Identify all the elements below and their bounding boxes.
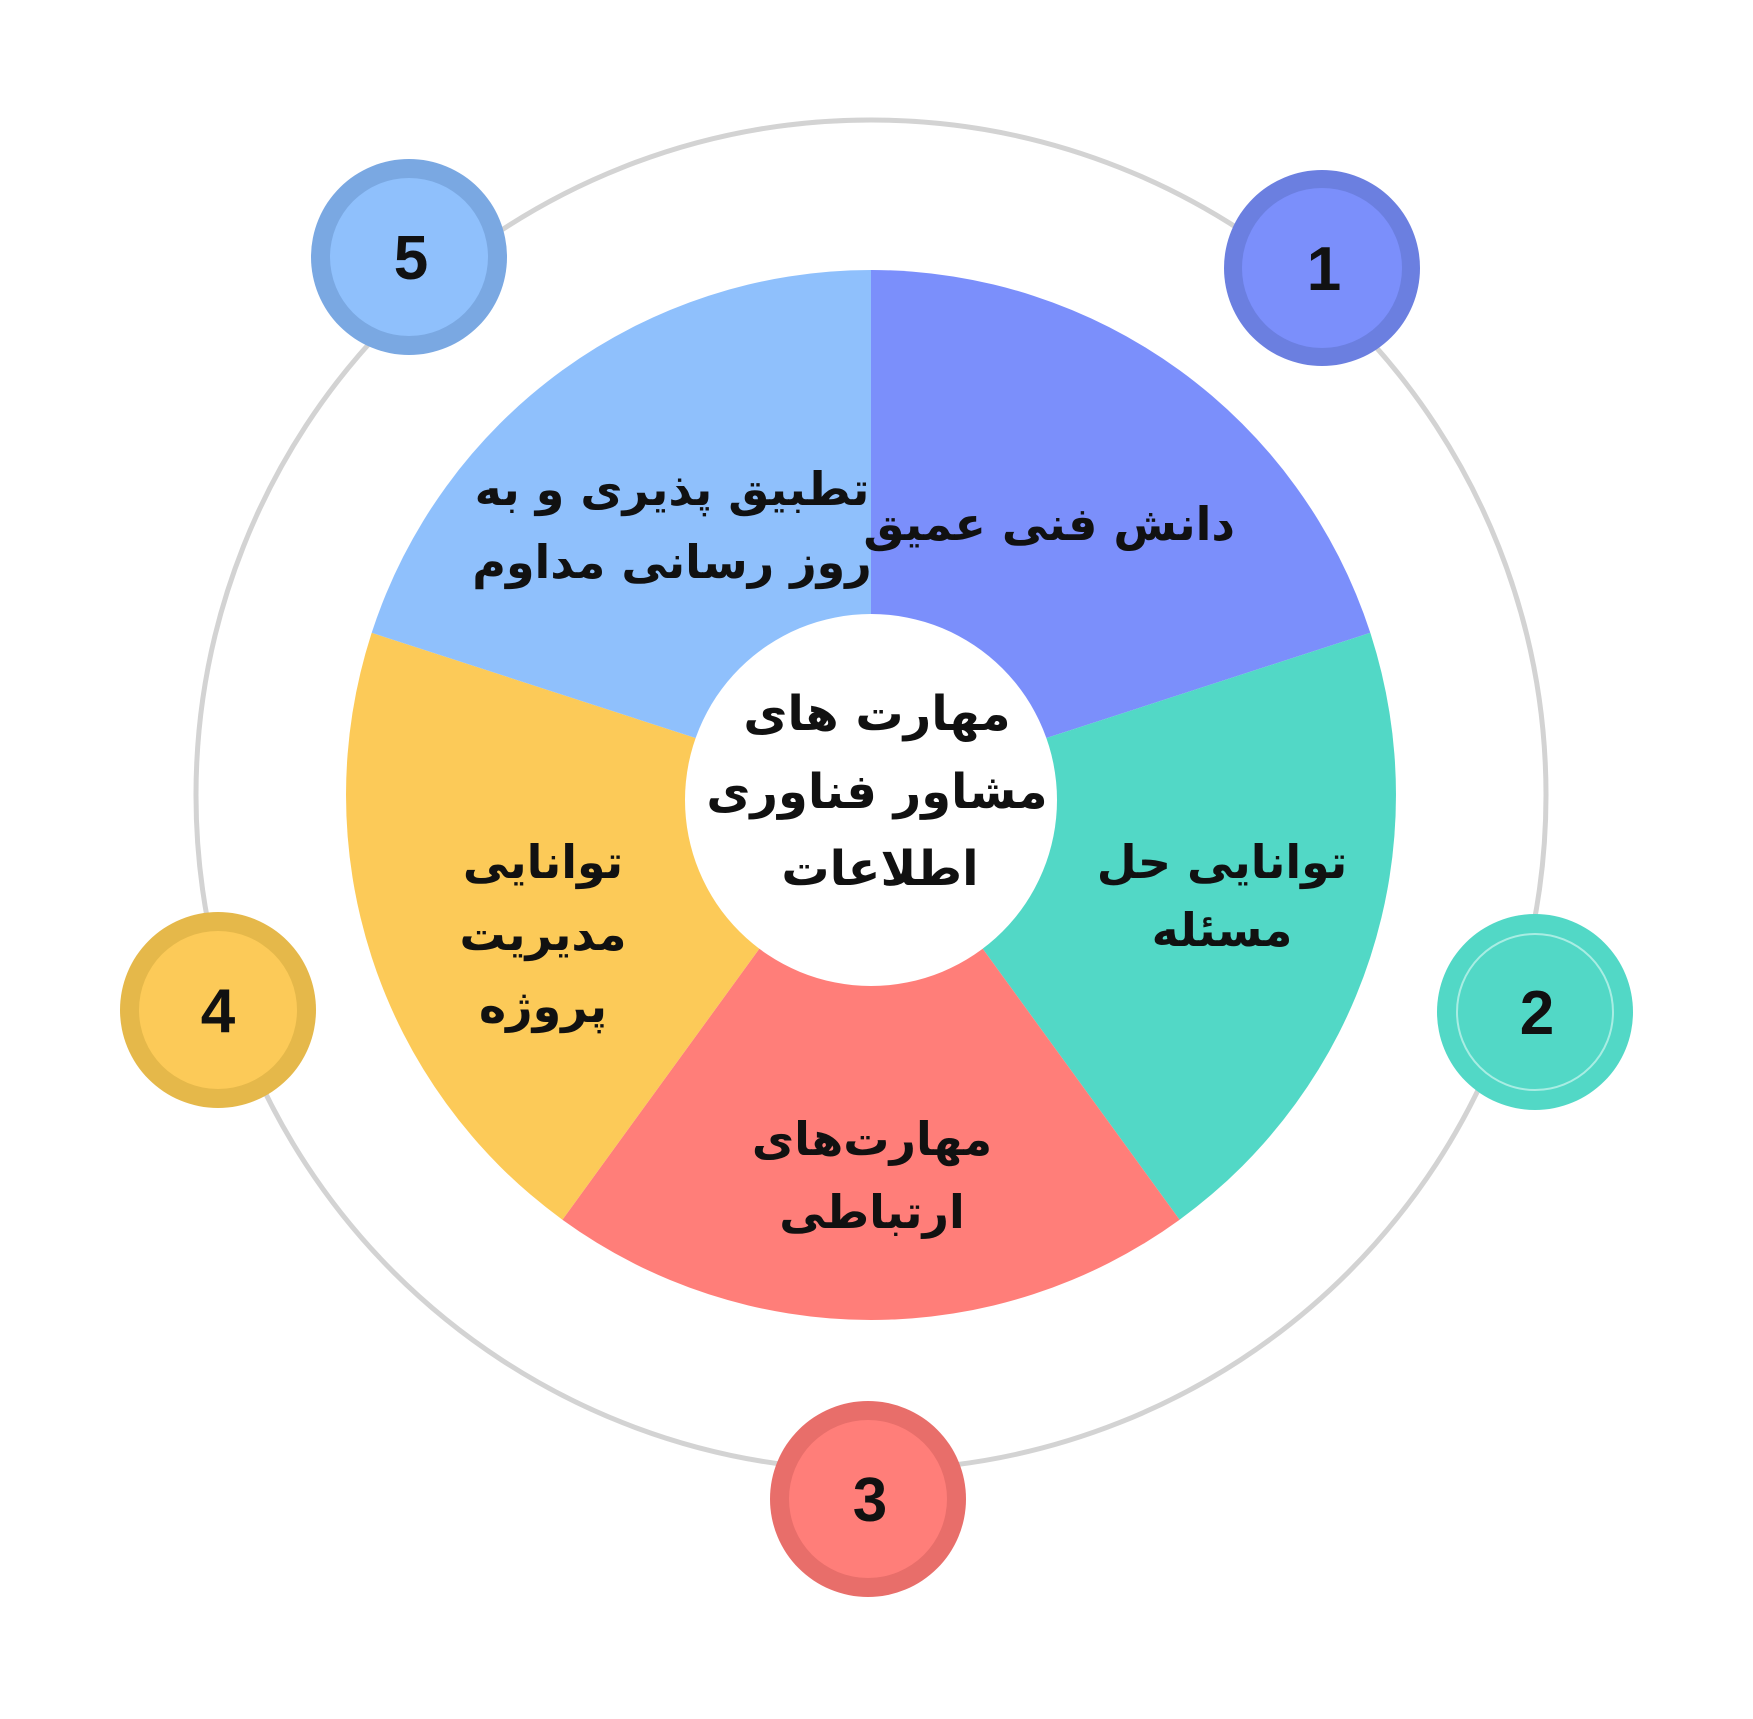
badge-2-ring [1437, 914, 1633, 1110]
segment-1-label-line: دانش فنی عمیق [863, 497, 1235, 551]
badge-3-number: 3 [853, 1466, 887, 1535]
segment-1-label: دانش فنی عمیق [863, 497, 1235, 551]
badge-2: 2 [1437, 914, 1633, 1110]
badge-3: 3 [770, 1401, 966, 1597]
segment-3-label: مهارت‌های ارتباطی [752, 1112, 992, 1239]
badge-4-number: 4 [201, 977, 236, 1046]
badge-5: 5 [311, 159, 507, 355]
center-title-line: مشاور فناوری [706, 764, 1047, 820]
badge-5-fill [330, 178, 488, 336]
segment-2-label-line: توانایی حل [1097, 835, 1347, 889]
segment-4-label-line: مدیریت [460, 907, 627, 961]
segment-3-label-line: ارتباطی [779, 1185, 964, 1239]
segment-3 [562, 795, 1180, 1320]
center-title-line: مهارت های [743, 686, 1010, 742]
segment-5-label-line: تطبیق پذیری و به [475, 462, 870, 517]
badge-1-number: 1 [1307, 235, 1341, 304]
segment-5-label: تطبیق پذیری و به روز رسانی مداوم [472, 462, 872, 589]
badge-1: 1 [1224, 170, 1420, 366]
badge-4: 4 [120, 912, 316, 1108]
segment-2-label: توانایی حل مسئله [1097, 835, 1347, 957]
badge-3-fill [789, 1420, 947, 1578]
segment-4-label-line: پروژه [479, 979, 607, 1034]
segment-5-label-line: روز رسانی مداوم [472, 535, 872, 589]
center-title-line: اطلاعات [781, 841, 978, 897]
center-circle [685, 614, 1057, 986]
segment-4-label: توانایی مدیریت پروژه [460, 835, 627, 1034]
badge-4-fill [139, 931, 297, 1089]
center-title: مهارت های مشاور فناوری اطلاعات [706, 686, 1047, 897]
segment-3-label-line: مهارت‌های [752, 1112, 992, 1166]
segment-2-label-line: مسئله [1152, 903, 1293, 957]
segment-4-label-line: توانایی [463, 835, 623, 889]
badge-5-number: 5 [394, 224, 428, 293]
badge-2-inner-line [1456, 933, 1614, 1091]
badge-2-number: 2 [1520, 979, 1554, 1048]
badge-1-fill [1242, 188, 1402, 348]
